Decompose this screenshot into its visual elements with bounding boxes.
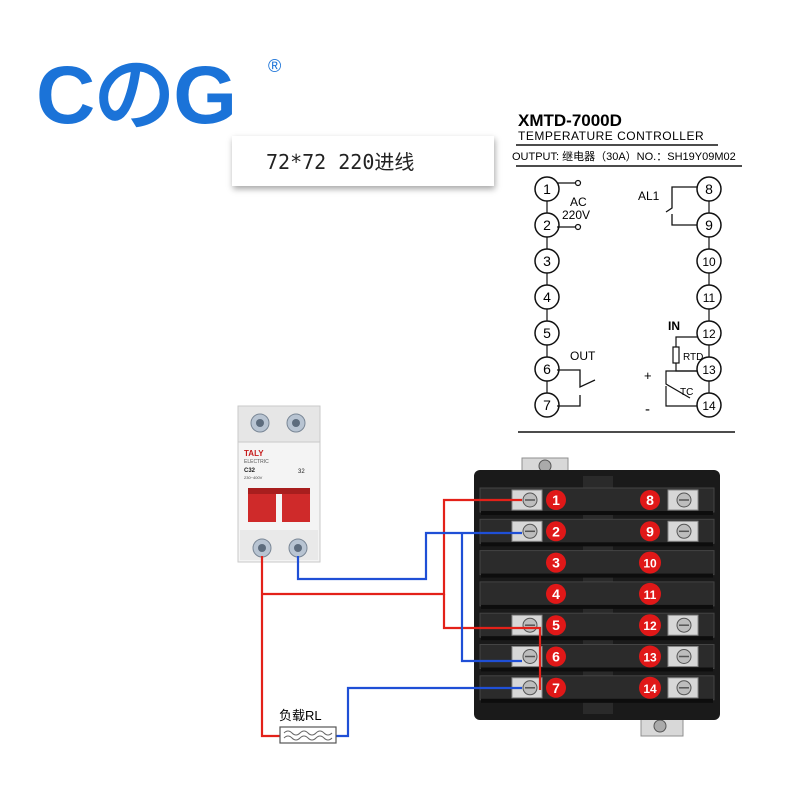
terminal-badge [546,583,566,604]
breaker-model: C32 [244,468,256,474]
terminal-badge [546,490,566,510]
load-label: 负载RL [279,708,322,723]
terminal-badge-label: 2 [552,523,560,539]
schematic-left-terminals: 1 2 3 4 5 6 7 [534,176,560,418]
schematic-model: XMTD-7000D [518,111,622,130]
schematic-terminal-label: 1 [543,181,551,197]
schematic-terminal-label: 12 [702,327,716,341]
terminal-badge-label: 7 [552,680,560,696]
minus-label: - [645,401,650,418]
terminal-badge [546,615,566,636]
neutral-wire-to-terminal-2 [296,531,522,581]
schematic-terminal-label: 7 [543,397,551,413]
voltage-label: 220V [562,208,590,222]
schematic-terminal-label: 8 [705,181,713,197]
live-wire-to-load [260,556,280,738]
terminal-badge-label: 3 [552,555,560,571]
terminal-badge-label: 8 [646,492,654,508]
wire-load-to-terminal-7 [336,686,522,738]
registered-mark: ® [268,56,282,76]
schematic-terminal-label: 6 [543,361,551,377]
breaker-brand-sub: ELECTRIC [244,459,269,465]
schematic-terminal-label: 13 [702,363,716,377]
schematic-output-line: OUTPUT: 继电器（30A）NO.：SH19Y09M02 [512,150,736,163]
terminal-badge [546,521,566,542]
banner-text: 72*72 220进线 [266,150,415,174]
terminal-badge-label: 6 [552,649,560,665]
terminal-badge [546,552,566,573]
breaker-lever[interactable] [248,492,276,522]
logo-text: CのG [36,50,237,141]
out-label: OUT [570,349,596,363]
terminal-badge-label: 12 [643,619,657,633]
schematic-terminal-label: 3 [543,253,551,269]
breaker-brand: TALY [244,449,264,458]
wiring [260,498,542,738]
terminal-badge-label: 1 [552,492,560,508]
terminal-badge [639,614,661,637]
wiring-banner: 72*72 220进线 [232,136,494,186]
breaker-rating: 32 [298,469,305,475]
schematic-terminal-label: 4 [543,289,551,305]
tc-label: TC [680,387,693,398]
terminal-badge [639,645,661,668]
terminal-badge [640,490,660,510]
schematic-terminal-label: 9 [705,217,713,233]
terminal-badge-label: 13 [643,651,657,665]
rtd-label: RTD [683,352,703,363]
controller-schematic: XMTD-7000D TEMPERATURE CONTROLLER OUTPUT… [512,111,742,433]
terminal-badge [639,676,661,699]
breaker-spec: 230~400V [244,475,263,480]
terminal-badge [640,521,660,542]
schematic-terminal [534,392,560,418]
terminal-badge-label: 14 [643,682,657,696]
schematic-terminal-label: 2 [543,217,551,233]
live-wire-to-terminal-1 [262,498,522,596]
plus-label: + [644,368,652,383]
schematic-subtitle: TEMPERATURE CONTROLLER [518,129,704,143]
terminal-badge-label: 4 [552,586,560,602]
terminal-badge-label: 5 [552,617,560,633]
terminal-badge [546,646,566,667]
neutral-wire-to-terminal-6 [460,533,522,663]
breaker-lever[interactable] [282,492,310,522]
terminal-badge [639,551,661,574]
live-wire-to-terminal-7 [442,594,542,690]
terminal-badge-label: 11 [644,588,657,602]
in-label: IN [668,319,680,333]
schematic-right-terminals: 8 9 10 11 12 13 14 [696,176,722,418]
terminal-badge-label: 10 [643,557,657,571]
cog-logo: CのG [36,46,286,146]
al1-label: AL1 [638,189,660,203]
schematic-terminal [696,392,722,418]
terminal-badge [546,677,566,698]
circuit-breaker: TALY ELECTRIC C32 230~400V 32 [237,405,321,563]
terminal-badge [639,582,661,605]
schematic-terminal-label: 5 [543,325,551,341]
schematic-terminal-label: 10 [702,255,716,269]
schematic-terminal-label: 14 [702,399,716,413]
terminal-badge-label: 9 [646,523,654,539]
ac-label: AC [570,195,587,209]
schematic-terminal-label: 11 [703,291,716,305]
load: 负载RL [279,708,337,744]
